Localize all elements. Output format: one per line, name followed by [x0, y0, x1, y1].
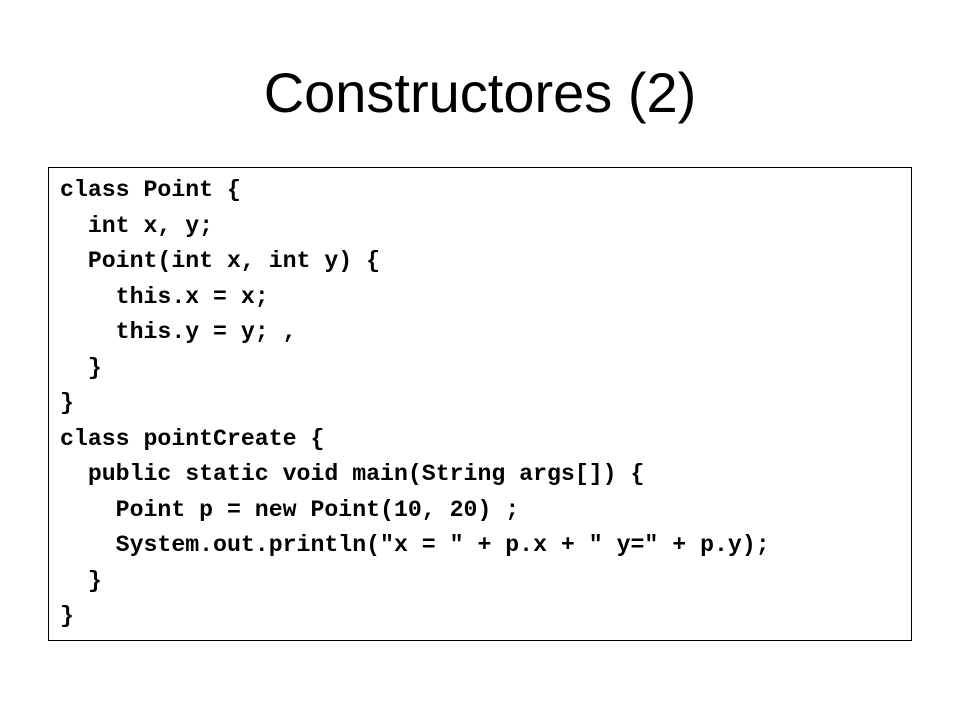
- code-line: Point p = new Point(10, 20) ;: [60, 496, 520, 523]
- code-line: int x, y;: [60, 212, 214, 239]
- code-line: this.x = x;: [60, 283, 269, 310]
- code-line: Point(int x, int y) {: [60, 248, 381, 274]
- code-line: this.y = y; ,: [60, 319, 297, 345]
- code-line: class pointCreate {: [60, 425, 325, 452]
- code-block: class Point { int x, y; Point(int x, int…: [48, 167, 912, 641]
- code-line: }: [60, 567, 102, 594]
- slide-title: Constructores (2): [263, 61, 697, 124]
- code-line: public static void main(String args[]) {: [60, 461, 645, 487]
- code-line: System.out.println("x = " + p.x + " y=" …: [60, 532, 770, 558]
- code-lines: class Point { int x, y; Point(int x, int…: [60, 173, 770, 635]
- code-line: }: [60, 390, 74, 416]
- code-line: }: [60, 354, 102, 381]
- code-line: }: [60, 603, 74, 629]
- code-line: class Point {: [60, 177, 241, 203]
